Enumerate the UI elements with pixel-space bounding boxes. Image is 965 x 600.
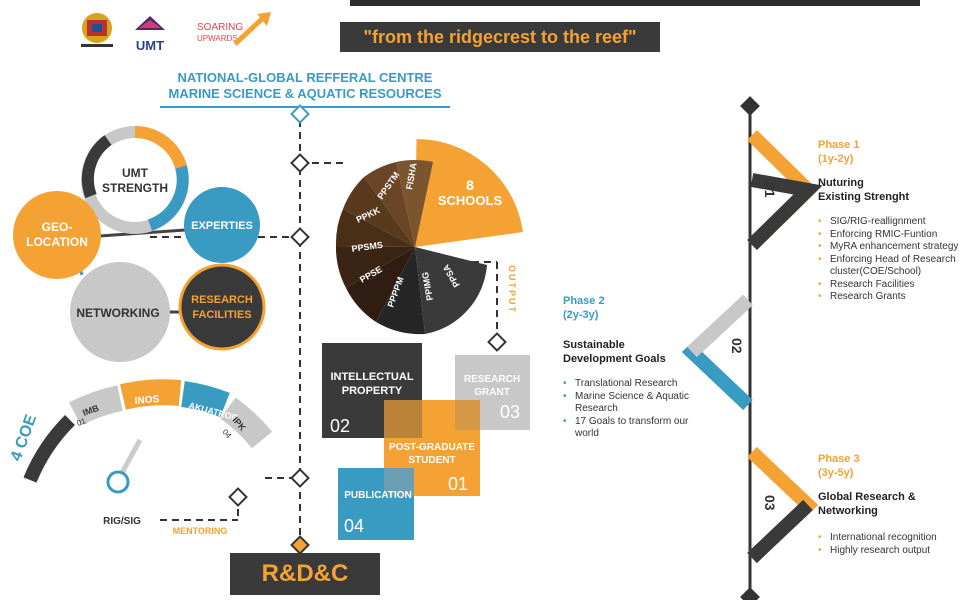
research-label: RESEARCH <box>191 294 253 306</box>
phase-2-head-2: Development Goals <box>563 353 666 365</box>
ip-number: 02 <box>330 416 350 436</box>
phase-3-head-2: Networking <box>818 505 878 517</box>
logo-row: UMT SOARING UPWARDS <box>75 8 285 56</box>
phase-2-block: Phase 2 (2y-3y) Sustainable Development … <box>563 294 703 441</box>
phase-1-item: Research Facilities <box>818 279 965 292</box>
phase-1-head-2: Existing Strenght <box>818 191 910 203</box>
phase-2-item: 17 Goals to transform our world <box>563 416 703 441</box>
umt-label: UMT <box>136 38 164 53</box>
phase-2-head-1: Sustainable <box>563 339 625 351</box>
soaring-upwards-logo: SOARING UPWARDS <box>197 12 271 46</box>
title-strip <box>350 0 920 6</box>
phase-1-head-1: Nuturing <box>818 177 864 189</box>
pg-label-2: STUDENT <box>408 455 455 466</box>
ip-label-1: INTELLECTUAL <box>330 371 413 383</box>
output-label: OUTPUT <box>507 265 517 314</box>
experties-label: EXPERTIES <box>191 220 253 232</box>
centre-line-1: NATIONAL-GLOBAL REFFERAL CENTRE <box>177 70 433 85</box>
malaysia-crest-logo <box>81 13 113 47</box>
phase-2-name: Phase 2 <box>563 295 605 307</box>
networking-label: NETWORKING <box>76 306 159 320</box>
umt-strength-cluster: UMT STRENGTH GEO- LOCATION EXPERTIES NET… <box>13 126 266 362</box>
phase-3-head-1: Global Research & <box>818 491 916 503</box>
phase-2-list: Translational Research Marine Science & … <box>563 378 703 441</box>
schools-count: 8 <box>466 177 474 193</box>
phase-2-item: Marine Science & Aquatic Research <box>563 391 703 416</box>
grant-number: 03 <box>500 402 520 422</box>
mentoring-label: MENTORING <box>173 526 228 536</box>
publication-label: PUBLICATION <box>344 490 412 501</box>
phase-1-list: SIG/RIG-reallignment Enforcing RMIC-Funt… <box>818 216 965 304</box>
connector-nodes <box>228 104 507 555</box>
geo-label-1: GEO- <box>42 220 73 234</box>
coe-inos: INOS <box>134 394 160 407</box>
research-facilities-node <box>178 263 266 351</box>
phase-3-block: Phase 3 (3y-5y) Global Research & Networ… <box>818 452 965 557</box>
phase-2-item: Translational Research <box>563 378 703 391</box>
geo-label-2: LOCATION <box>26 235 88 249</box>
phase-timeline: 01 02 03 <box>681 96 823 600</box>
eight-schools-sector <box>415 139 523 247</box>
rig-sig-label: RIG/SIG <box>103 516 141 527</box>
slice-ppsms: PPSMS <box>351 240 384 254</box>
phase-1-period: (1y-2y) <box>818 153 854 165</box>
geo-location-node <box>13 191 101 279</box>
coe-num-3: 03 <box>183 413 194 424</box>
grant-label-1: RESEARCH <box>464 374 520 385</box>
networking-node <box>70 262 170 362</box>
coe-gauge: 4 COE IMB INOS AKUATROP IPK 01 02 03 04 … <box>8 379 273 536</box>
referral-centre-title: NATIONAL-GLOBAL REFFERAL CENTRE MARINE S… <box>160 70 450 108</box>
phase-3-item: International recognition <box>818 532 965 545</box>
experties-node <box>184 187 260 263</box>
phase-2-period: (2y-3y) <box>563 309 599 321</box>
phase-3-number: 03 <box>762 495 778 511</box>
phase-2-number: 02 <box>729 338 745 354</box>
phase-1-item: Enforcing Head of Research cluster(COE/S… <box>818 254 965 279</box>
phase-1-item: Enforcing RMIC-Funtion <box>818 229 965 242</box>
strength-label-2: STRENGTH <box>102 181 168 195</box>
pg-number: 01 <box>448 474 468 494</box>
coe-num-2: 02 <box>127 408 137 418</box>
logos: UMT SOARING UPWARDS <box>81 12 271 53</box>
schools-fan: 8 SCHOOLS FISHA PPSTM PPKK PPSMS PPSE PP… <box>335 139 523 335</box>
phase-1-number: 01 <box>762 182 778 198</box>
slice-fisha: FISHA <box>404 162 419 191</box>
output-boxes: INTELLECTUAL PROPERTY 02 RESEARCH GRANT … <box>322 343 530 540</box>
phase-3-period: (3y-5y) <box>818 467 854 479</box>
phase-1-item: Research Grants <box>818 291 965 304</box>
ip-label-2: PROPERTY <box>342 385 403 397</box>
phase-1-block: Phase 1 (1y-2y) Nuturing Existing Streng… <box>818 138 965 304</box>
upwards-label: UPWARDS <box>197 34 238 43</box>
rdc-banner: R&D&C <box>230 553 380 595</box>
coe-num-4: 04 <box>220 428 233 441</box>
phase-3-name: Phase 3 <box>818 453 860 465</box>
grant-label-2: GRANT <box>474 387 510 398</box>
phase-1-item: SIG/RIG-reallignment <box>818 216 965 229</box>
umt-logo: UMT <box>135 16 165 53</box>
slice-ppimg: PPIMG <box>420 271 435 301</box>
slogan-banner: "from the ridgecrest to the reef" <box>340 22 660 52</box>
phase-1-item: MyRA enhancement strategy <box>818 241 965 254</box>
coe-num-1: 01 <box>76 416 88 428</box>
schools-label: SCHOOLS <box>438 193 503 208</box>
pg-label-1: POST-GRADUATE <box>389 442 475 453</box>
phase-3-item: Highly research output <box>818 545 965 558</box>
phase-1-name: Phase 1 <box>818 139 860 151</box>
soaring-label: SOARING <box>197 22 243 33</box>
strength-label-1: UMT <box>122 166 149 180</box>
facilities-label: FACILITIES <box>192 309 251 321</box>
phase-3-list: International recognition Highly researc… <box>818 532 965 557</box>
publication-number: 04 <box>344 516 364 536</box>
centre-line-2: MARINE SCIENCE & AQUATIC RESOURCES <box>168 86 442 101</box>
